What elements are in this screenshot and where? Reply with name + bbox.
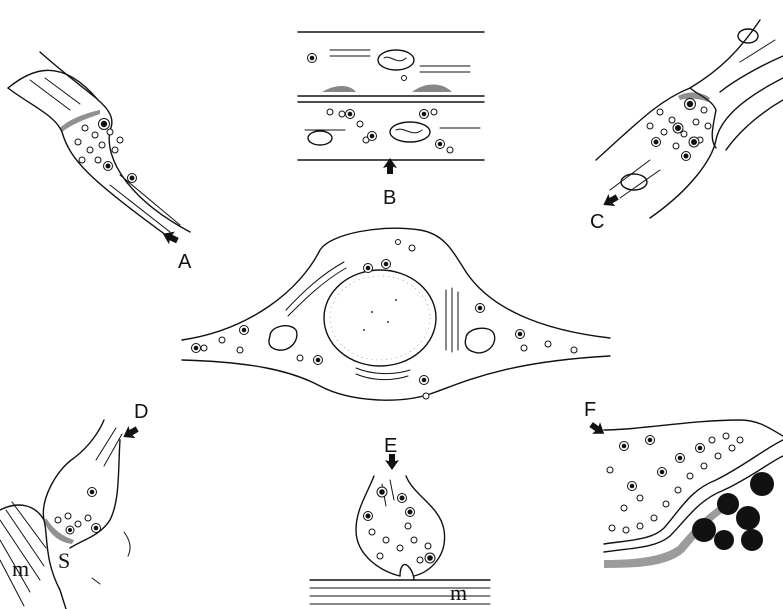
- synaptic-vesicles: [309, 55, 453, 153]
- arrow-marker-icon: [160, 227, 180, 246]
- muscle-fibres: [0, 502, 46, 606]
- synaptic-vesicles: [75, 125, 123, 163]
- arrow-marker-icon: [600, 191, 621, 211]
- synaptic-vesicles: [55, 513, 91, 527]
- dense-core-vesicles: [66, 488, 101, 535]
- golgi-and-er: [286, 262, 458, 380]
- dense-granules: [692, 472, 774, 551]
- synaptic-vesicles: [369, 523, 431, 563]
- mitochondria: [269, 326, 495, 353]
- panel-a: A: [8, 52, 192, 273]
- panel-e-label: E: [384, 435, 397, 457]
- panel-d-s-label: S: [58, 548, 70, 573]
- arrow-marker-icon: [587, 419, 608, 440]
- mitochondria: [308, 50, 430, 145]
- panel-d-muscle-label: m: [12, 556, 29, 581]
- panel-e: E m: [310, 435, 490, 605]
- panel-f-label: F: [584, 399, 596, 421]
- panel-b: B: [298, 32, 484, 209]
- arrow-marker-icon: [120, 423, 141, 443]
- panel-d: D m S: [0, 401, 148, 609]
- panel-f: F: [584, 399, 783, 568]
- dense-core-vesicles: [652, 99, 700, 161]
- panel-c: C: [590, 20, 783, 233]
- dense-core-vesicles: [620, 436, 705, 491]
- central-cell-body: [182, 228, 610, 400]
- dense-core-vesicles: [308, 54, 445, 149]
- panel-c-label: C: [590, 211, 604, 233]
- nucleus: [324, 270, 436, 366]
- panel-e-muscle-label: m: [450, 580, 467, 605]
- panel-b-label: B: [383, 187, 396, 209]
- panel-a-label: A: [178, 251, 192, 273]
- panel-d-label: D: [134, 401, 148, 423]
